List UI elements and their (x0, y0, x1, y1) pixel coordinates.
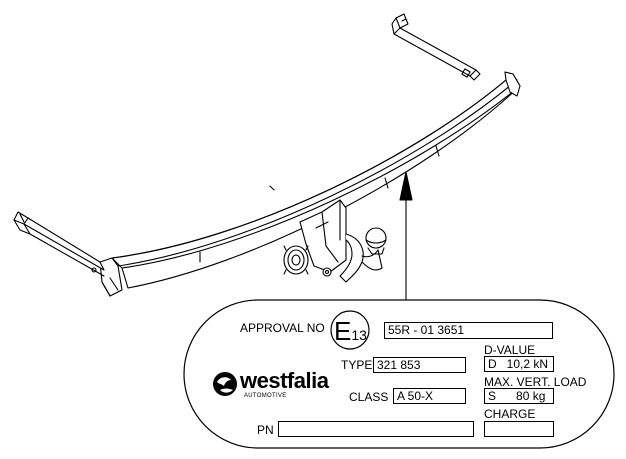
e-mark-letter: E (334, 316, 352, 346)
max-vert-load-field: S 80 kg (484, 388, 554, 404)
left-mount-arm (13, 211, 105, 277)
pn-label: PN (257, 423, 274, 437)
e-mark: E13 (334, 318, 367, 344)
d-value-field: D 10,2 kN (484, 356, 554, 372)
approval-no-label: APPROVAL NO (240, 321, 325, 335)
charge-field (484, 421, 554, 437)
e-mark-circle (330, 310, 370, 350)
d-value-label: D-VALUE (484, 343, 536, 357)
vert-load-prefix: S (488, 389, 497, 403)
vert-load-value: 80 kg (516, 389, 546, 403)
d-value: 10,2 kN (506, 357, 549, 371)
type-label: TYPE (341, 358, 373, 372)
cross-beam (99, 71, 521, 297)
tow-ball-assembly (269, 185, 387, 283)
right-mount-arm (391, 13, 481, 81)
max-vert-load-label: MAX. VERT. LOAD (484, 375, 587, 389)
charge-label: CHARGE (484, 407, 536, 421)
approval-no-field: 55R - 01 3651 (384, 322, 553, 339)
d-value-prefix: D (488, 357, 497, 371)
pn-field (278, 421, 474, 437)
e-mark-number: 13 (351, 327, 367, 343)
class-field: A 50-X (393, 388, 466, 404)
westfalia-logo-icon (213, 372, 237, 396)
class-label: CLASS (349, 390, 389, 404)
brand-name: westfalia (240, 368, 329, 393)
plate-pointer-arrow (399, 171, 413, 301)
brand-subtitle: AUTOMOTIVE (244, 393, 287, 399)
type-field: 321 853 (373, 357, 466, 373)
